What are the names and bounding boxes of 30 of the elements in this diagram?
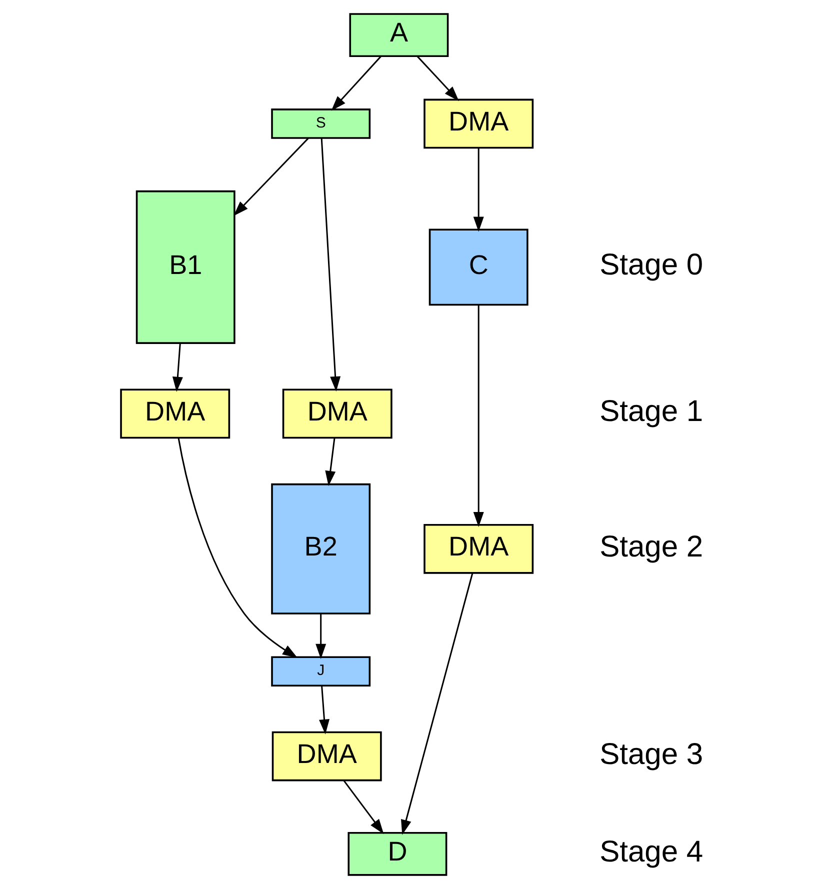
node-box: A	[349, 13, 449, 57]
arrow	[416, 56, 459, 102]
label: Stage 1	[600, 395, 704, 428]
arrow	[473, 305, 484, 528]
node-box: S	[271, 108, 371, 139]
arrow	[319, 686, 330, 734]
node-box: B2	[271, 483, 371, 614]
arrow	[343, 780, 384, 834]
label: Stage 2	[600, 530, 704, 564]
arrow	[401, 572, 474, 835]
arrow	[320, 138, 341, 392]
node-box: DMA	[424, 98, 534, 149]
node-box: DMA	[272, 731, 382, 782]
node-box: DMA	[424, 524, 534, 574]
node-box: DMA	[282, 388, 392, 439]
arrow	[331, 56, 382, 111]
node-box: J	[271, 656, 371, 687]
arrow	[172, 343, 183, 392]
arrow	[316, 614, 326, 659]
arrow	[325, 438, 336, 486]
node-box: B1	[136, 190, 236, 344]
node-box: DMA	[120, 388, 230, 439]
node-box: C	[428, 228, 528, 306]
arrow	[473, 148, 484, 232]
label: Stage 0	[600, 248, 704, 282]
arrow	[234, 138, 309, 216]
node-box: D	[348, 832, 448, 876]
label: Stage 4	[600, 835, 704, 868]
label: Stage 3	[600, 738, 704, 771]
arrow	[178, 438, 298, 658]
